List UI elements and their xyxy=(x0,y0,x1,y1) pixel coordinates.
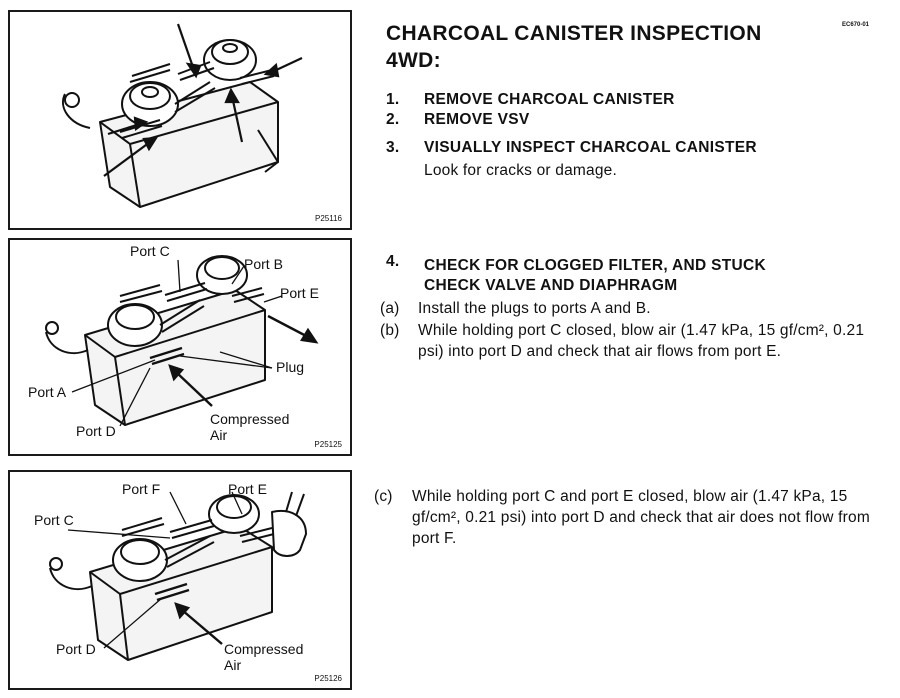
substep-text: While holding port C closed, blow air (1… xyxy=(418,322,865,360)
page-title: CHARCOAL CANISTER INSPECTION 4WD: xyxy=(386,20,762,74)
label-port-d: Port D xyxy=(56,641,96,657)
figure-id: P25125 xyxy=(314,440,342,449)
substep-letter: (a) xyxy=(380,300,400,317)
step-number: 2. xyxy=(386,111,400,128)
figure-panel-3: Port F Port E Port C Port D Compressed A… xyxy=(8,470,352,690)
label-port-b: Port B xyxy=(244,256,283,272)
canister-illustration-2 xyxy=(45,255,319,427)
figure-panel-2: Port C Port B Port E Plug Port A Port D … xyxy=(8,238,352,456)
label-compressed: Compressed xyxy=(210,411,290,427)
label-port-d: Port D xyxy=(76,423,116,439)
step-text: REMOVE VSV xyxy=(424,111,530,128)
substep-letter: (b) xyxy=(380,322,400,339)
step-text: REMOVE CHARCOAL CANISTER xyxy=(424,91,675,108)
figure-id: P25116 xyxy=(315,214,342,223)
substep-letter: (c) xyxy=(374,488,393,505)
substep-text: While holding port C and port E closed, … xyxy=(412,488,870,547)
label-plug: Plug xyxy=(276,359,305,375)
label-compressed: Compressed xyxy=(224,641,304,657)
subtitle-line: 4WD: xyxy=(386,49,441,72)
label-port-a: Port A xyxy=(28,384,67,400)
document-code: EC670-01 xyxy=(842,22,870,28)
step-4-line-1: CHECK FOR CLOGGED FILTER, AND STUCK xyxy=(424,257,767,274)
step-text: VISUALLY INSPECT CHARCOAL CANISTER xyxy=(424,139,757,156)
step-number: 3. xyxy=(386,139,400,156)
label-port-c: Port C xyxy=(130,243,170,259)
label-port-e: Port E xyxy=(280,285,319,301)
step-number: 1. xyxy=(386,91,400,108)
label-port-e: Port E xyxy=(228,481,267,497)
figure-id: P25126 xyxy=(314,674,342,683)
label-port-f: Port F xyxy=(122,481,161,497)
label-air: Air xyxy=(210,427,228,443)
canister-illustration-1 xyxy=(62,23,303,208)
title-line: CHARCOAL CANISTER INSPECTION xyxy=(386,22,762,45)
label-port-c: Port C xyxy=(34,512,74,528)
canister-illustration-3 xyxy=(49,491,307,661)
substep-text: Install the plugs to ports A and B. xyxy=(418,300,651,317)
step-4-line-2: CHECK VALVE AND DIAPHRAGM xyxy=(424,277,678,294)
step-3-note: Look for cracks or damage. xyxy=(424,162,618,179)
step-4: 4. CHECK FOR CLOGGED FILTER, AND STUCK C… xyxy=(386,252,846,296)
step-number: 4. xyxy=(386,253,400,270)
figure-panel-1: P25116 xyxy=(8,10,352,230)
label-air: Air xyxy=(224,657,242,673)
